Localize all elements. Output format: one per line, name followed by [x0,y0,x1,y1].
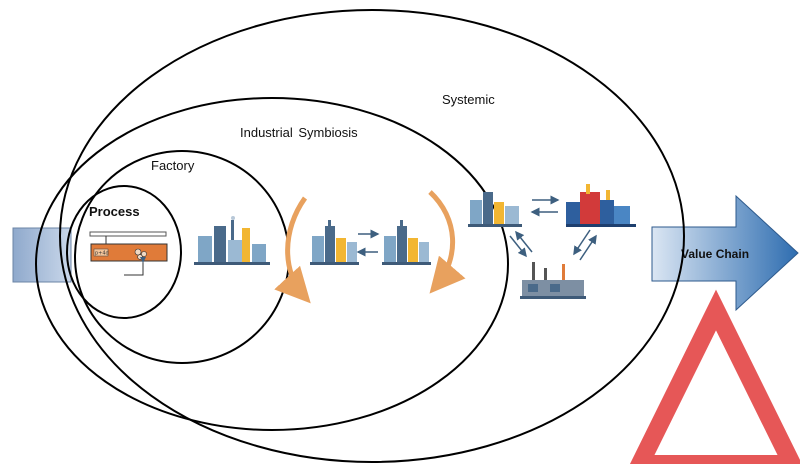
factory-icon [468,192,522,227]
industrial-symbiosis-ellipse [35,97,509,431]
gear-icon [134,248,147,260]
factory-label: Factory [151,158,195,173]
industrial-plant-icon [566,184,636,227]
factory-icon [310,220,359,265]
systemic-arrow-down [509,235,527,258]
value-chain-inlet [12,227,72,283]
systemic-arrow-up-right [579,234,597,261]
process-ellipse [66,185,182,319]
systemic-arrow-up [515,230,533,253]
systemic-ellipse [59,9,685,463]
process-bar [90,243,168,262]
smokestack-plant-icon [520,262,586,299]
process-label: Process [89,204,140,219]
triangle-watermark [629,289,800,464]
value-chain-arrow: Value Chain [651,194,799,312]
symbiosis-right-curved-arrow [428,190,466,294]
factory-icon [382,220,431,265]
systemic-label: Systemic [442,92,495,107]
systemic-arrow-down-right [573,229,591,256]
value-chain-label: Value Chain [681,247,749,261]
symbiosis-left-curved-arrow [274,196,311,304]
factory-icon [194,216,270,265]
process-schematic: p+4d [89,231,168,276]
industrial-symbiosis-label: Industrial Symbiosis [240,125,358,140]
process-tag: p+4d [95,251,109,257]
